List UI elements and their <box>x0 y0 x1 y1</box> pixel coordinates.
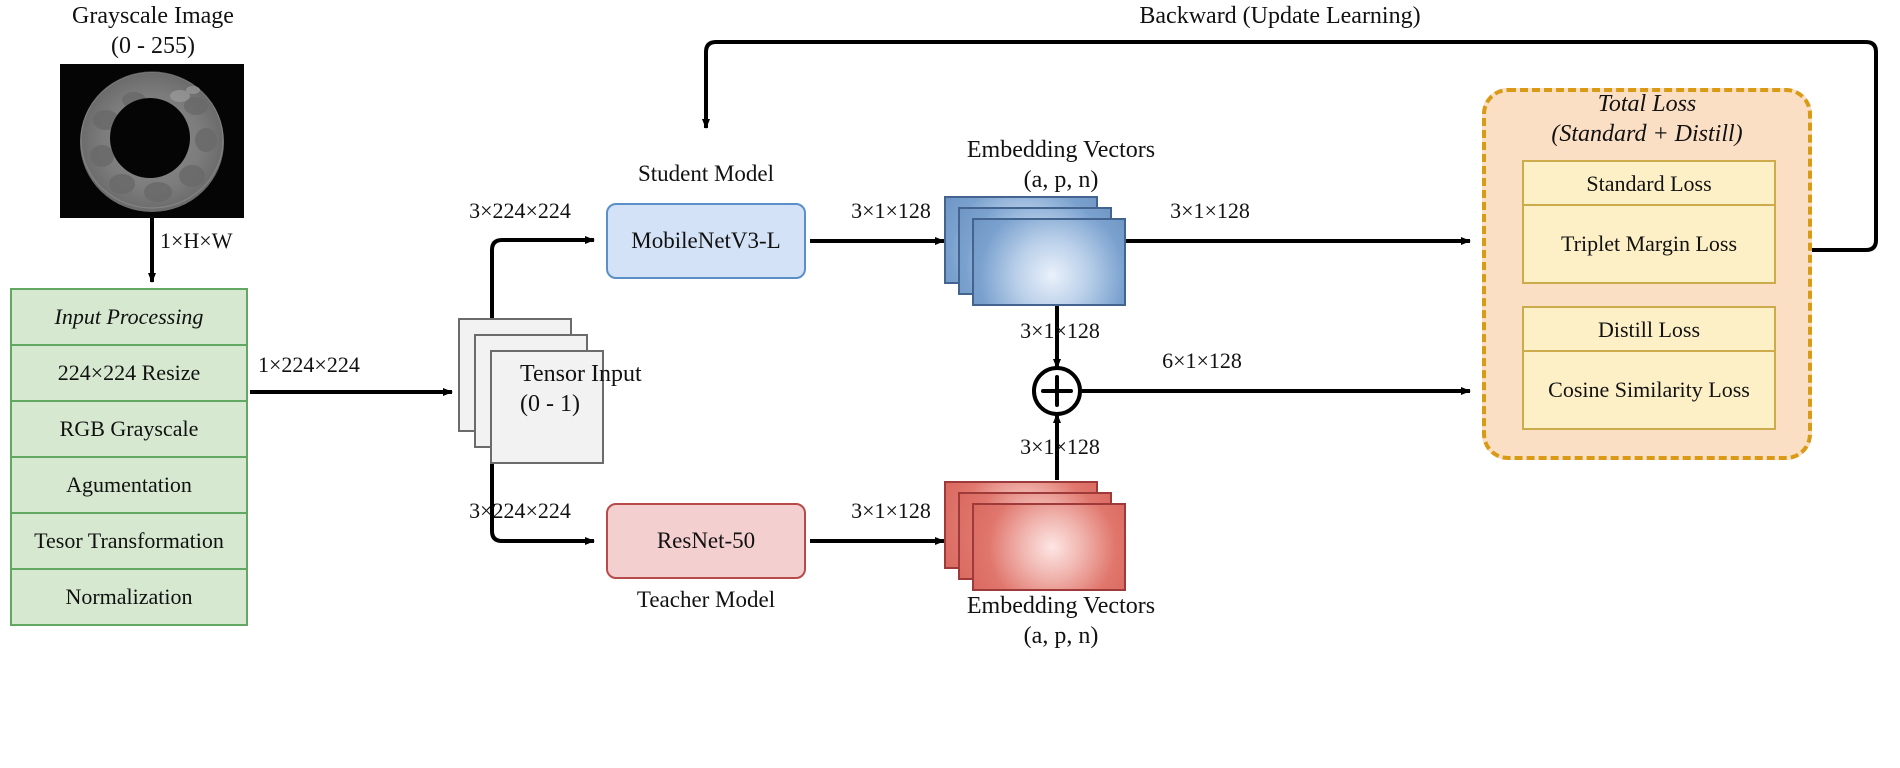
student-embedding-subtitle: (a, p, n) <box>1023 167 1099 193</box>
input-title-range: (0 - 255) <box>111 33 195 59</box>
preprocess-out-label: 1×224×224 <box>258 352 360 377</box>
backward-update-label: Backward (Update Learning) <box>1139 3 1421 29</box>
preprocess-header: Input Processing <box>12 290 246 346</box>
total-loss-subtitle: (Standard + Distill) <box>1551 121 1743 147</box>
student-in-label: 3×224×224 <box>469 198 571 223</box>
preprocess-step-tensor-transformation: Tesor Transformation <box>12 514 246 570</box>
arrow-tensor-to-student <box>490 236 595 460</box>
preprocess-step-normalization: Normalization <box>65 584 193 609</box>
tensor-input-range: (0 - 1) <box>520 391 580 417</box>
teacher-caption: Teacher Model <box>636 587 776 612</box>
preprocess-step-augmentation: Agumentation <box>12 458 246 514</box>
total-loss-title: Total Loss <box>1597 91 1697 117</box>
student-model-box[interactable]: MobileNetV3-L <box>606 203 806 279</box>
arrow-tensor-to-teacher <box>490 460 595 545</box>
tensor-card-front <box>490 350 604 464</box>
preprocess-step-resize: 224×224 Resize <box>12 346 246 402</box>
teacher-out-label: 3×1×128 <box>851 498 931 523</box>
tensor-input-title: Tensor Input <box>520 361 642 387</box>
distill-loss-heading[interactable]: Distill Loss <box>1522 306 1776 354</box>
student-embedding-to-sum-label: 3×1×128 <box>1020 318 1100 343</box>
input-processing-panel: Input Processing 224×224 Resize RGB Gray… <box>10 288 248 626</box>
triplet-margin-loss-card[interactable]: Triplet Margin Loss <box>1522 204 1776 284</box>
input-title: Grayscale Image <box>72 3 234 29</box>
standard-loss-heading[interactable]: Standard Loss <box>1522 160 1776 208</box>
iris-grayscale-image <box>60 64 244 218</box>
teacher-model-box[interactable]: ResNet-50 <box>606 503 806 579</box>
student-embedding-card-front <box>972 218 1126 306</box>
student-embedding-title: Embedding Vectors <box>966 137 1156 163</box>
teacher-in-label: 3×224×224 <box>469 498 571 523</box>
cosine-similarity-loss-card[interactable]: Cosine Similarity Loss <box>1522 350 1776 430</box>
student-caption: Student Model <box>637 161 775 186</box>
sum-out-label: 6×1×128 <box>1162 348 1242 373</box>
student-out-label: 3×1×128 <box>851 198 931 223</box>
teacher-embedding-title: Embedding Vectors <box>966 593 1156 619</box>
teacher-embedding-subtitle: (a, p, n) <box>1023 623 1099 649</box>
arrow-backward-update <box>702 40 1878 252</box>
sum-node-circle <box>1032 366 1082 416</box>
student-embedding-to-loss-label: 3×1×128 <box>1170 198 1250 223</box>
preprocess-step-rgb-grayscale: RGB Grayscale <box>12 402 246 458</box>
teacher-embedding-card-front <box>972 503 1126 591</box>
image-to-preprocess-label: 1×H×W <box>160 228 233 253</box>
teacher-embedding-to-sum-label: 3×1×128 <box>1020 434 1100 459</box>
